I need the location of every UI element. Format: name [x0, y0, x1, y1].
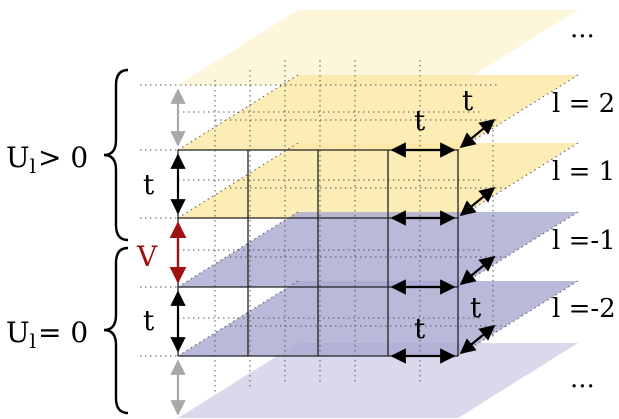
t-upper-vertical-label: t [143, 168, 155, 201]
u-upper-label: Ul> 0 [6, 141, 88, 178]
layer-plane-top-faint [178, 10, 578, 85]
layer-label-l2: l = 2 [552, 89, 615, 119]
inplane-hopping-arrows [390, 142, 456, 364]
brace-lower [103, 246, 129, 415]
t-lower-vertical-label: t [143, 304, 155, 337]
brace-upper [103, 68, 129, 242]
layer-label-lm1: l =-1 [552, 226, 616, 256]
layer-label-l1: l = 1 [552, 157, 615, 187]
layer-label-lm2: l =-2 [552, 294, 616, 324]
u-lower-label: Ul= 0 [6, 316, 88, 353]
layer-label-ellipsis-bottom: ... [570, 364, 595, 394]
t-inplane-lower-label: t [414, 312, 426, 345]
t-diagonal-lower-label: t [470, 291, 482, 324]
layer-label-ellipsis-top: ... [570, 14, 595, 44]
diagonal-hopping-arrows [459, 119, 496, 354]
t-diagonal-upper-label: t [462, 84, 474, 117]
layer-plane-bottom-faint [178, 343, 578, 418]
lattice-dotted-lines [140, 60, 579, 395]
v-interlayer-label: V [136, 240, 158, 273]
t-inplane-upper-label: t [414, 104, 426, 137]
